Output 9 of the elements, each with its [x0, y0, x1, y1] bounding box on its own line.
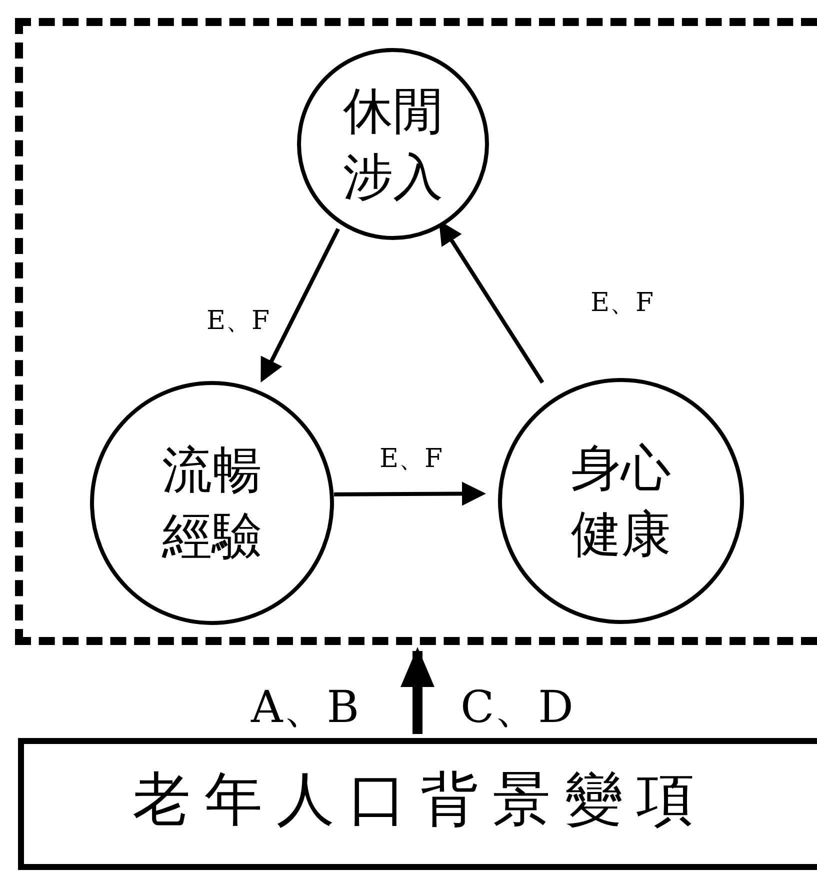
- dashed-frame: [15, 18, 817, 645]
- variable-box: [18, 738, 817, 870]
- arrow: [334, 482, 486, 506]
- node-text: 流暢經驗: [160, 440, 263, 567]
- arrow: [400, 647, 434, 734]
- node-text: 老年人口背景變項: [132, 764, 708, 835]
- arrow: [260, 228, 340, 382]
- node-text: 身心健康: [570, 438, 672, 565]
- node-text: 休閒涉入: [342, 81, 444, 208]
